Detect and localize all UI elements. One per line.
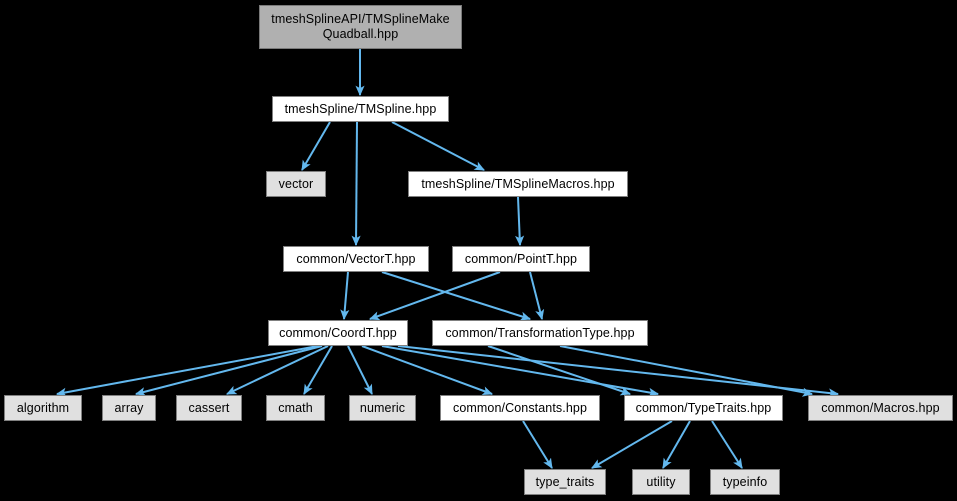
edge-typetraits-to-utility	[662, 420, 691, 469]
edge-coordt-to-constants	[361, 345, 493, 396]
node-typeinfo[interactable]: typeinfo	[710, 469, 780, 495]
node-cassert[interactable]: cassert	[176, 395, 242, 421]
node-vectort[interactable]: common/VectorT.hpp	[283, 246, 429, 272]
node-coordt[interactable]: common/CoordT.hpp	[268, 320, 408, 346]
edge-pointt-to-coordt	[369, 271, 501, 321]
node-vector[interactable]: vector	[266, 171, 326, 197]
node-tmsmacros[interactable]: tmeshSpline/TMSplineMacros.hpp	[408, 171, 628, 197]
edge-coordt-to-typetraits	[381, 345, 660, 397]
edge-transtype-to-typetraits	[487, 345, 631, 396]
edge-vectort-to-transtype	[381, 271, 531, 321]
node-constants[interactable]: common/Constants.hpp	[440, 395, 600, 421]
node-algorithm[interactable]: algorithm	[4, 395, 82, 421]
edge-tmsmacros-to-pointt	[515, 196, 525, 247]
edge-pointt-to-transtype	[529, 271, 545, 321]
edge-constants-to-type_traits	[522, 420, 553, 469]
node-array[interactable]: array	[102, 395, 156, 421]
node-utility[interactable]: utility	[632, 469, 690, 495]
edge-tmspline-to-tmsmacros	[391, 121, 485, 171]
edge-typetraits-to-type_traits	[591, 420, 673, 469]
node-type_traits[interactable]: type_traits	[524, 469, 606, 495]
edge-coordt-to-array	[134, 345, 323, 397]
edge-tmspline-to-vectort	[351, 121, 361, 247]
edge-tmspline-to-vector	[301, 121, 331, 171]
node-macros[interactable]: common/Macros.hpp	[808, 395, 953, 421]
node-numeric[interactable]: numeric	[349, 395, 416, 421]
edge-typetraits-to-typeinfo	[711, 420, 743, 469]
node-pointt[interactable]: common/PointT.hpp	[452, 246, 590, 272]
edge-coordt-to-numeric	[347, 345, 373, 395]
edge-coordt-to-cmath	[303, 345, 333, 395]
edge-coordt-to-cassert	[226, 345, 329, 395]
node-cmath[interactable]: cmath	[266, 395, 325, 421]
edge-vectort-to-coordt	[340, 271, 350, 321]
node-typetraits[interactable]: common/TypeTraits.hpp	[624, 395, 783, 421]
node-transtype[interactable]: common/TransformationType.hpp	[432, 320, 648, 346]
edge-coordt-to-algorithm	[55, 345, 319, 397]
node-tmspline[interactable]: tmeshSpline/TMSpline.hpp	[272, 96, 449, 122]
edge-transtype-to-macros	[559, 345, 814, 397]
edge-coordt-to-macros	[397, 345, 840, 398]
node-root[interactable]: tmeshSplineAPI/TMSplineMake Quadball.hpp	[259, 5, 462, 49]
